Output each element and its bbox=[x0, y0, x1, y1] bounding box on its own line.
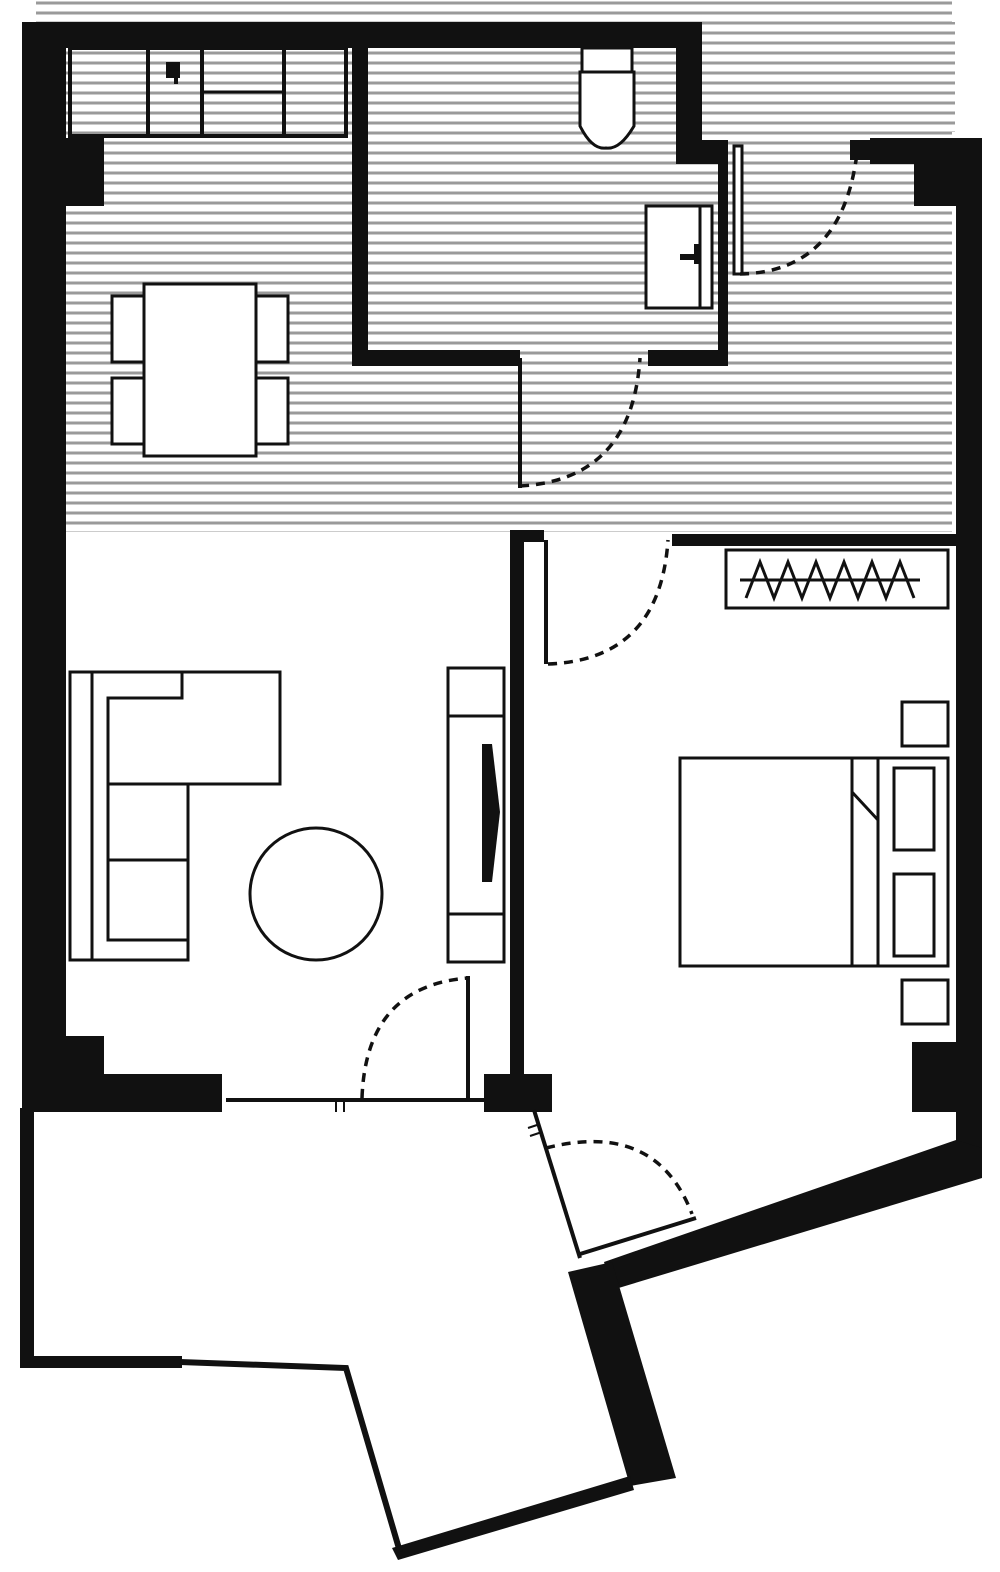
bedroom-door-mark bbox=[527, 1123, 541, 1129]
bedroom-door-swing bbox=[545, 1139, 694, 1215]
vanity-body bbox=[644, 204, 714, 310]
bedroom-door[interactable] bbox=[544, 539, 670, 666]
bathroom-door[interactable] bbox=[518, 357, 642, 488]
balcony bbox=[34, 1108, 403, 1553]
balcony-outline bbox=[179, 1359, 403, 1553]
wall-bedroom-angled bbox=[604, 1140, 982, 1290]
entry-door-swing bbox=[739, 143, 860, 276]
dining-chair bbox=[110, 376, 148, 446]
toilet-tank bbox=[580, 46, 634, 74]
wall-bath-bottom-left bbox=[352, 350, 520, 366]
faucet-icon bbox=[694, 244, 700, 264]
bedroom-door-mark bbox=[529, 1131, 543, 1137]
toilet-bowl bbox=[578, 70, 636, 150]
entry-door-jamb bbox=[850, 140, 872, 160]
dining-chair bbox=[252, 376, 290, 446]
bedroom-door-frame bbox=[532, 1109, 582, 1259]
dining-set bbox=[110, 282, 290, 458]
bed-icon bbox=[678, 700, 950, 1026]
pillow bbox=[892, 872, 936, 958]
dining-table bbox=[142, 282, 258, 458]
bedroom-door-swing bbox=[547, 539, 670, 666]
tv-unit-icon bbox=[446, 666, 506, 964]
wardrobe-icon bbox=[724, 548, 950, 610]
wall-balcony-ledge bbox=[20, 1356, 182, 1368]
wall-partition-cap bbox=[510, 530, 544, 542]
kitchen-counter bbox=[68, 46, 348, 138]
sofa-body bbox=[68, 670, 282, 962]
sofa-seat bbox=[106, 672, 188, 942]
walls bbox=[20, 22, 982, 1560]
wall-balcony-right bbox=[568, 1262, 676, 1486]
wall-top-right-bath bbox=[676, 22, 702, 162]
wall-bath-right bbox=[718, 140, 728, 366]
hatched-strip-right bbox=[700, 22, 955, 132]
faucet-icon bbox=[680, 254, 700, 260]
entry-door[interactable] bbox=[732, 140, 872, 276]
entry-door-leaf[interactable] bbox=[732, 144, 744, 276]
bedroom-balcony-door[interactable] bbox=[527, 1109, 697, 1259]
wall-bedroom-top bbox=[672, 534, 956, 546]
wall-right bbox=[956, 138, 982, 1148]
sofa-icon bbox=[68, 670, 282, 962]
wall-pier-bottom-right bbox=[912, 1042, 982, 1112]
living-balcony-door[interactable] bbox=[226, 976, 484, 1112]
living-door-swing bbox=[360, 976, 469, 1099]
dining-chair bbox=[252, 294, 290, 364]
wall-balcony-bottom bbox=[392, 1476, 634, 1560]
nightstand bbox=[900, 700, 950, 748]
nightstand bbox=[900, 978, 950, 1026]
pillow bbox=[892, 766, 936, 852]
wall-bath-left bbox=[352, 38, 368, 366]
bathroom-vanity-icon bbox=[644, 204, 714, 310]
wall-bath-bottom-right bbox=[648, 350, 728, 366]
wall-partition-living-bedroom bbox=[510, 532, 524, 1080]
dining-chair bbox=[110, 294, 148, 364]
tv-screen-icon bbox=[482, 744, 500, 882]
coffee-table bbox=[248, 826, 384, 962]
wardrobe-hangers bbox=[744, 557, 916, 603]
hatched-strip-top bbox=[36, 0, 952, 22]
wall-bottom-left bbox=[22, 1074, 222, 1112]
wall-pier-top-left bbox=[22, 138, 104, 206]
wall-bottom-mid bbox=[484, 1074, 552, 1112]
toilet-icon bbox=[578, 46, 636, 150]
bedroom-door-leaf[interactable] bbox=[579, 1216, 697, 1256]
wall-balcony-left bbox=[20, 1108, 34, 1368]
bed-blanket-fold bbox=[850, 790, 880, 822]
bathroom-door-swing bbox=[519, 357, 642, 488]
